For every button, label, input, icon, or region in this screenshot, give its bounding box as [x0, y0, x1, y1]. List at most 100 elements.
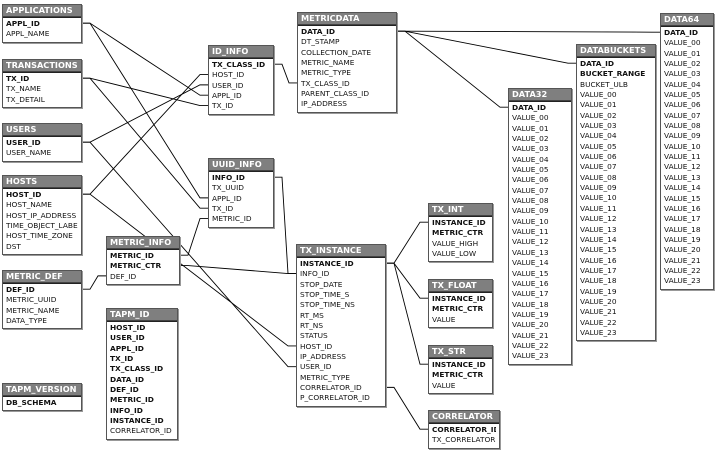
field: TX_CLASS_ID	[301, 78, 350, 88]
table-title: TX_INT	[429, 204, 492, 216]
relationship-line	[397, 30, 508, 108]
field: VALUE_05	[664, 90, 701, 100]
field: RT_NS	[300, 321, 324, 331]
field: METRIC_TYPE	[300, 372, 350, 382]
field: RT_MS	[300, 310, 324, 320]
field: USER_ID	[300, 362, 332, 372]
relationship-line	[82, 77, 208, 107]
field: TX_NAME	[6, 84, 41, 94]
relationship-line	[274, 63, 297, 84]
table-title: UUID_INFO	[209, 159, 273, 171]
field: VALUE_07	[580, 162, 617, 172]
field: HOST_ID	[212, 70, 245, 80]
field: VALUE_08	[580, 172, 617, 182]
field: VALUE_03	[664, 69, 701, 79]
relationship-line	[274, 176, 296, 274]
field: VALUE_18	[580, 276, 617, 286]
field: VALUE_17	[580, 265, 617, 275]
field: STOP_DATE	[300, 279, 343, 289]
table-title: ID_INFO	[209, 46, 273, 58]
table-title: TRANSACTIONS	[3, 60, 81, 72]
primary-key-field: DEF_ID	[6, 285, 35, 294]
field: VALUE_19	[664, 234, 701, 244]
primary-key-field: METRIC_ID	[110, 251, 154, 260]
table-title: DATA32	[509, 89, 571, 101]
table-title: METRICDATA	[298, 13, 396, 25]
field: DT_STAMP	[301, 37, 340, 47]
field: VALUE_14	[664, 183, 701, 193]
table-fields: DB_SCHEMA	[3, 396, 81, 410]
relationship-line	[386, 221, 428, 264]
field: VALUE	[432, 380, 456, 390]
field: VALUE_01	[580, 100, 617, 110]
primary-key-field: DEF_ID	[110, 385, 139, 395]
field: VALUE_23	[664, 276, 701, 286]
field: VALUE_01	[512, 123, 549, 133]
primary-key-field: INSTANCE_ID	[432, 360, 486, 369]
field: HOST_TIME_ZONE	[6, 231, 73, 241]
field: APPL_ID	[212, 91, 242, 101]
field: USER_ID	[212, 80, 244, 90]
field: VALUE_00	[580, 90, 617, 100]
primary-key-field: APPL_ID	[6, 19, 40, 28]
relationship-line	[386, 262, 428, 299]
field: HOST_NAME	[6, 200, 52, 210]
field: VALUE_14	[512, 258, 549, 268]
field: VALUE_18	[512, 299, 549, 309]
field: STOP_TIME_S	[300, 290, 350, 300]
field: DST	[6, 241, 21, 251]
field: STATUS	[300, 331, 328, 341]
field: VALUE_22	[664, 265, 701, 275]
field: VALUE_12	[580, 214, 617, 224]
primary-key-field: TX_CLASS_ID	[212, 60, 266, 69]
field: VALUE_11	[580, 203, 617, 213]
field: VALUE_01	[664, 48, 701, 58]
primary-key-field: DB_SCHEMA	[6, 398, 57, 407]
field: METRIC_NAME	[301, 58, 355, 68]
field: VALUE_06	[580, 152, 617, 162]
field: TIME_OBJECT_LABEL	[6, 221, 78, 231]
field: TX_UUID	[212, 183, 244, 193]
field: DEF_ID	[110, 271, 137, 281]
field: USER_NAME	[6, 148, 52, 158]
table-title: METRIC_DEF	[3, 271, 81, 283]
field: CORRELATOR_ID	[300, 383, 362, 393]
relationship-line	[82, 22, 208, 96]
field: TX_ID	[212, 204, 234, 214]
relationship-line	[180, 265, 296, 274]
field: VALUE_18	[664, 224, 701, 234]
field: VALUE_00	[512, 113, 549, 123]
primary-key-field: DATA_ID	[512, 103, 547, 112]
field: VALUE_21	[664, 255, 701, 265]
field: PARENT_CLASS_ID	[301, 89, 370, 99]
relationship-line	[82, 22, 208, 199]
field: VALUE_10	[512, 216, 549, 226]
primary-key-field: TX_ID	[110, 354, 134, 364]
